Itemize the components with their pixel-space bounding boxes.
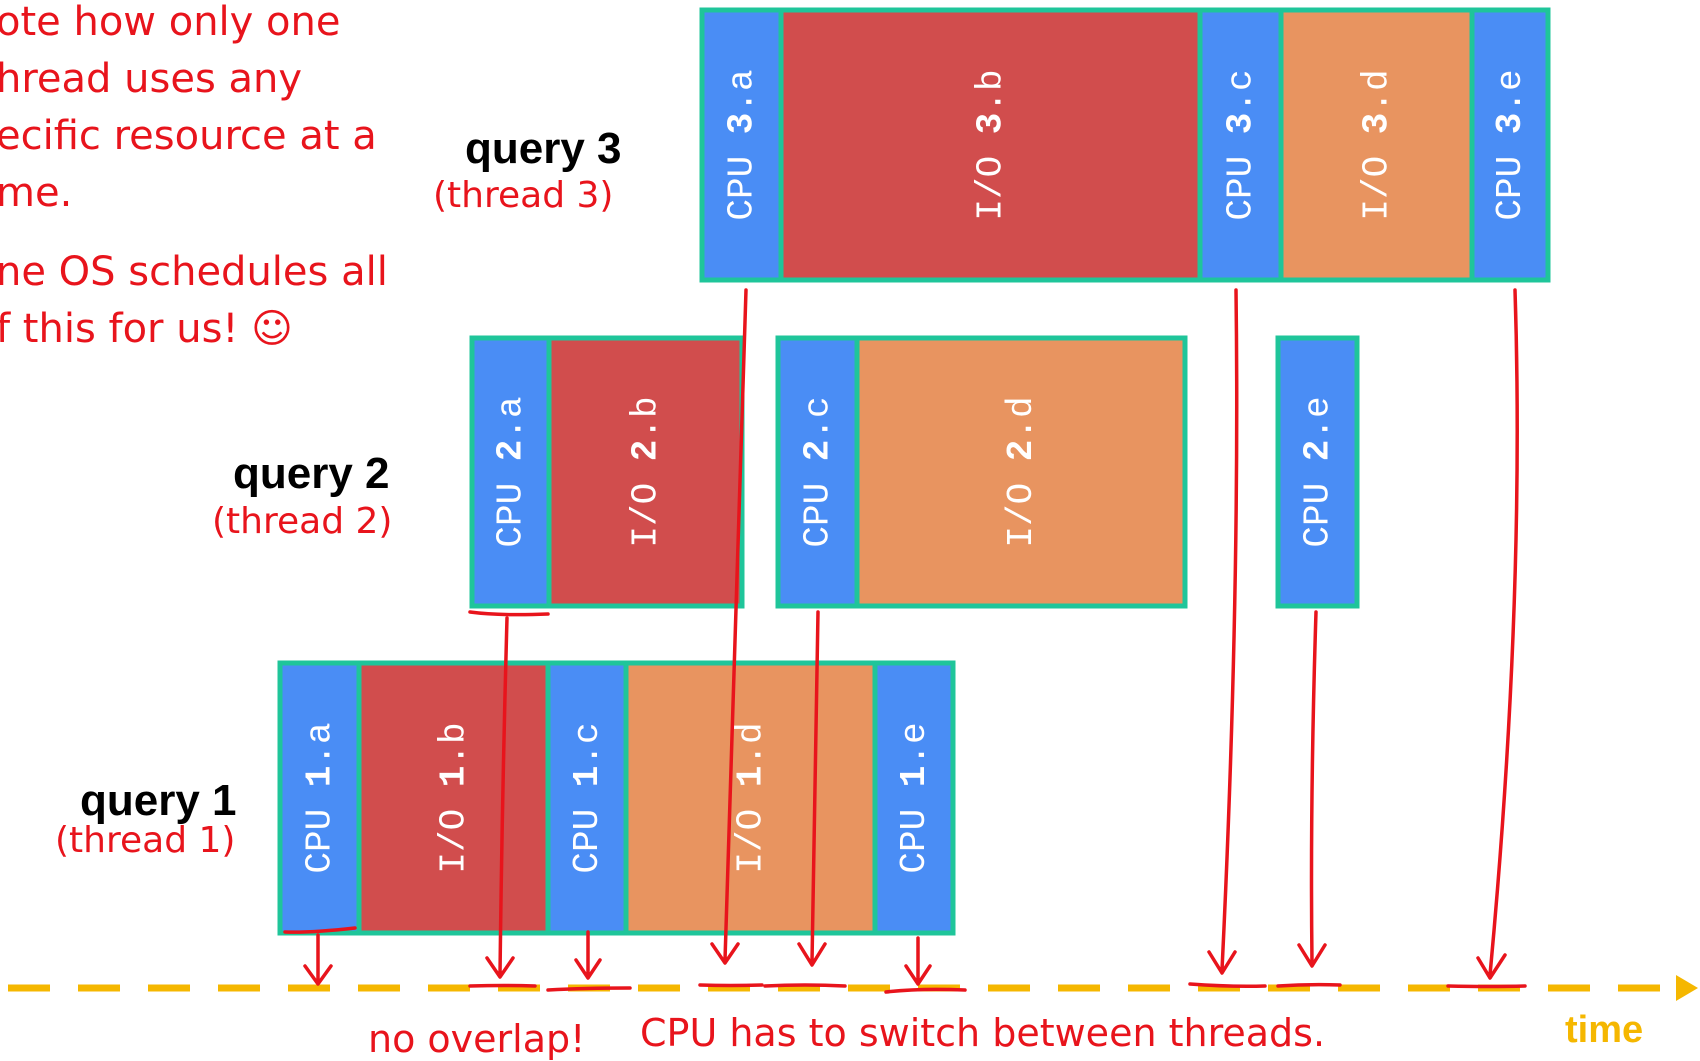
bracket-3a-time <box>698 983 764 988</box>
arrow-2c-icon <box>797 610 827 967</box>
thread-1-label: (thread 1) <box>55 820 235 861</box>
segment-1e-cpu <box>875 663 953 933</box>
segment-label: I/O 2.b <box>625 396 666 547</box>
bracket-1c-time <box>546 986 632 992</box>
query-block-outline <box>775 335 1188 609</box>
segment-2a-cpu <box>472 338 549 606</box>
segment-1c-cpu <box>548 663 626 933</box>
note-line-3: ecific resource at a <box>0 113 377 159</box>
segment-label: I/O 3.b <box>970 69 1011 220</box>
bracket-2a-time <box>468 983 537 988</box>
handwritten-note: ote how only one hread uses any ecific r… <box>0 0 388 352</box>
arrow-1a-icon <box>303 933 333 986</box>
segment-3a-cpu <box>702 10 781 280</box>
segment-2d-io <box>857 338 1185 606</box>
note-line-6: f this for us! ☺ <box>0 306 293 352</box>
segment-label: CPU 2.e <box>1297 396 1338 547</box>
segment-label: CPU 2.c <box>797 396 838 547</box>
switch-threads-note: CPU has to switch between threads. <box>640 1011 1325 1055</box>
arrow-1e-icon <box>904 936 932 986</box>
segment-label: CPU 3.a <box>721 69 762 220</box>
arrow-2e-icon <box>1297 610 1327 968</box>
segment-2c-cpu <box>778 338 857 606</box>
segment-label: CPU 2.a <box>490 396 531 547</box>
bracket-2c-time <box>763 983 847 988</box>
segment-label: I/O 2.d <box>1001 396 1042 547</box>
segment-2e-cpu <box>1278 338 1357 606</box>
segment-1a-cpu <box>280 663 359 933</box>
thread-3-label: (thread 3) <box>433 175 613 216</box>
segment-label: CPU 3.e <box>1490 69 1531 220</box>
arrow-3c-icon <box>1207 288 1239 975</box>
bracket-2e-time <box>1276 982 1342 988</box>
note-line-4: me. <box>0 170 72 216</box>
note-line-1: ote how only one <box>0 0 341 45</box>
segment-label: CPU 1.a <box>299 722 340 873</box>
segment-label: I/O 3.d <box>1356 69 1397 220</box>
segment-1d-io <box>626 663 875 933</box>
query-1-label: query 1 <box>80 776 237 825</box>
bracket-3e-time <box>1446 984 1527 989</box>
segment-3d-io <box>1281 10 1472 280</box>
segment-2b-io <box>549 338 742 606</box>
arrow-3e-icon <box>1476 288 1519 980</box>
scheduling-arrows <box>283 288 1527 994</box>
query-block-outline <box>699 7 1551 283</box>
arrow-1c-icon <box>574 930 602 980</box>
timeline-arrow-icon <box>1676 975 1698 1001</box>
segment-label: CPU 1.c <box>567 722 608 873</box>
arrow-3a-icon <box>710 288 748 965</box>
thread-2-label: (thread 2) <box>212 501 392 542</box>
segment-label: I/O 1.d <box>730 722 771 873</box>
bracket-3c-time <box>1188 982 1267 988</box>
note-line-5: ne OS schedules all <box>0 249 388 295</box>
timeline: time <box>8 975 1698 1051</box>
time-label: time <box>1565 1009 1643 1051</box>
note-line-2: hread uses any <box>0 56 302 102</box>
arrow-2a-icon <box>485 616 515 979</box>
segment-label: CPU 3.c <box>1220 69 1261 220</box>
segment-1b-io <box>359 663 548 933</box>
query-2-label: query 2 <box>233 449 390 498</box>
segment-label: I/O 1.b <box>433 722 474 873</box>
segment-3e-cpu <box>1472 10 1548 280</box>
query-block-outline <box>277 660 956 936</box>
bracket-2a <box>468 610 550 617</box>
no-overlap-note: no overlap! <box>368 1017 585 1061</box>
bracket-1a <box>283 926 357 934</box>
segment-3c-cpu <box>1200 10 1281 280</box>
segment-label: CPU 1.e <box>894 722 935 873</box>
query-3-label: query 3 <box>465 124 622 173</box>
segment-3b-io <box>781 10 1200 280</box>
query-block-outline <box>1275 335 1360 609</box>
bracket-1e-time <box>884 987 967 994</box>
